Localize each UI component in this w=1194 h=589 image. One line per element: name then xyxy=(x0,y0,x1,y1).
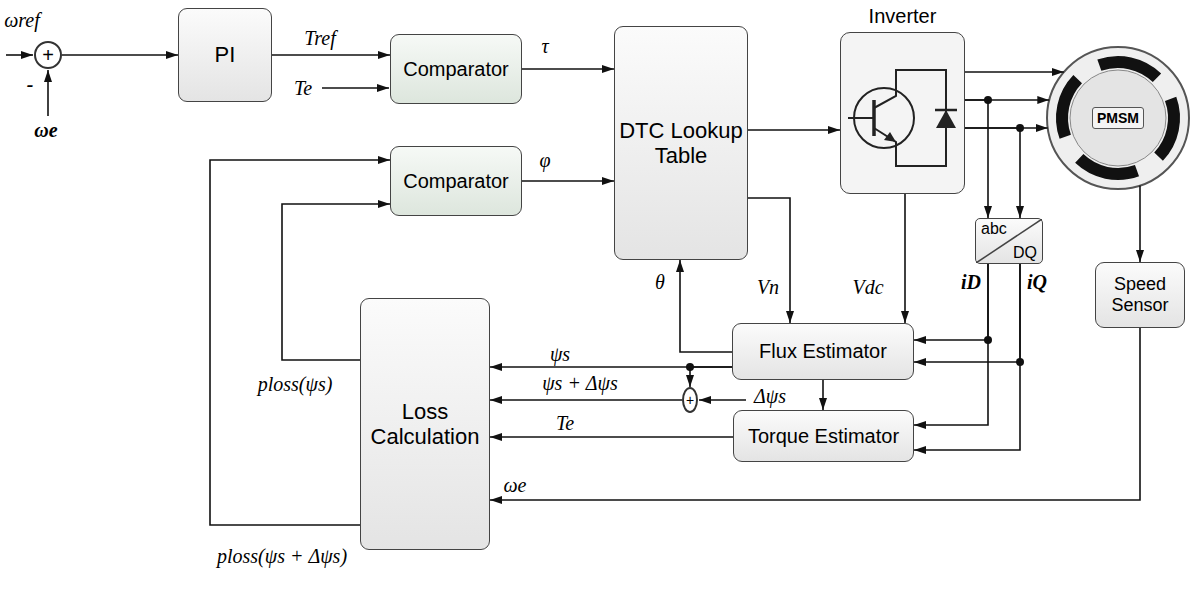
edge-label: Vdc xyxy=(850,276,885,298)
node-label: DTC Lookup Table xyxy=(619,118,743,169)
signal-connector xyxy=(490,436,733,438)
comparator-box: Comparator xyxy=(390,146,522,216)
edge-label: ψs xyxy=(548,343,572,365)
edge-label: ωe xyxy=(502,474,529,496)
signal-connector xyxy=(965,71,1064,73)
node-label: DQ xyxy=(981,244,1037,262)
signal-connector xyxy=(914,264,988,425)
signal-label: iQ xyxy=(1025,271,1049,293)
edge-label: θ xyxy=(653,271,667,293)
signal-connector xyxy=(914,264,1020,450)
comparator-box: Comparator xyxy=(390,34,522,104)
signal-connector xyxy=(965,100,988,218)
edge-label: Vn xyxy=(755,276,781,298)
node-label: Comparator xyxy=(403,170,509,193)
loss-calc-box: Loss Calculation xyxy=(360,298,490,550)
signal-connector xyxy=(272,54,390,56)
node-label: + xyxy=(42,45,54,65)
signal-connector xyxy=(690,367,732,387)
node-label: Loss Calculation xyxy=(365,399,485,450)
signal-connector xyxy=(904,194,906,323)
signal-connector xyxy=(822,380,824,410)
edge-label: ploss(ψs) xyxy=(256,373,335,395)
edge-label: φ xyxy=(537,149,552,171)
node-label: Flux Estimator xyxy=(759,340,887,363)
edge-label: Te xyxy=(554,412,576,434)
summing-junction: + xyxy=(34,41,62,69)
signal-label: ωref xyxy=(2,9,42,31)
signal-connector xyxy=(522,180,614,182)
signal-label: Te xyxy=(292,77,314,99)
controller-box: PI xyxy=(178,8,272,102)
signal-label: Δψs xyxy=(752,385,788,407)
signal-connector xyxy=(490,399,682,401)
signal-connector xyxy=(62,54,178,56)
signal-label: ωe xyxy=(32,119,59,141)
estimator-box: Torque Estimator xyxy=(733,410,914,462)
node-label: + xyxy=(686,393,694,407)
signal-label: - xyxy=(25,73,36,95)
signal-connector xyxy=(914,264,988,340)
diode-symbol xyxy=(935,110,957,128)
node-label: Torque Estimator xyxy=(748,425,899,448)
signal-connector xyxy=(1139,186,1141,263)
signal-connector xyxy=(748,198,790,323)
transform-box: abcDQ xyxy=(975,218,1043,264)
node-label: PMSM xyxy=(1092,107,1144,129)
signal-connector xyxy=(522,68,614,70)
edge-label: ψs + Δψs xyxy=(540,372,620,394)
inverter-ground xyxy=(840,32,965,194)
lookup-table-box: DTC Lookup Table xyxy=(614,26,748,260)
edge-label: τ xyxy=(539,35,550,57)
signal-connector xyxy=(680,260,732,352)
node-label: Comparator xyxy=(403,58,509,81)
sensor-box: Speed Sensor xyxy=(1095,262,1185,328)
summing-junction: + xyxy=(682,387,698,413)
signal-label: iD xyxy=(959,271,983,293)
motor-node: PMSM xyxy=(1046,46,1190,190)
signal-connector xyxy=(914,264,1020,362)
edge-label: ploss(ψs + Δψs) xyxy=(215,545,349,567)
signal-connector xyxy=(748,129,840,131)
node-label: Inverter xyxy=(831,5,974,28)
node-label: abc xyxy=(981,220,1037,238)
node-label: PI xyxy=(215,42,236,67)
node-label: Speed Sensor xyxy=(1100,274,1180,315)
signal-connector xyxy=(490,328,1140,500)
motor-symbol xyxy=(1046,46,1190,190)
transistor-symbol xyxy=(848,70,946,166)
inverter-box: Inverter xyxy=(840,32,965,194)
signal-connector xyxy=(965,128,1020,218)
estimator-box: Flux Estimator xyxy=(732,323,914,380)
emitter-arrow xyxy=(884,132,896,142)
edge-label: Tref xyxy=(302,27,338,49)
